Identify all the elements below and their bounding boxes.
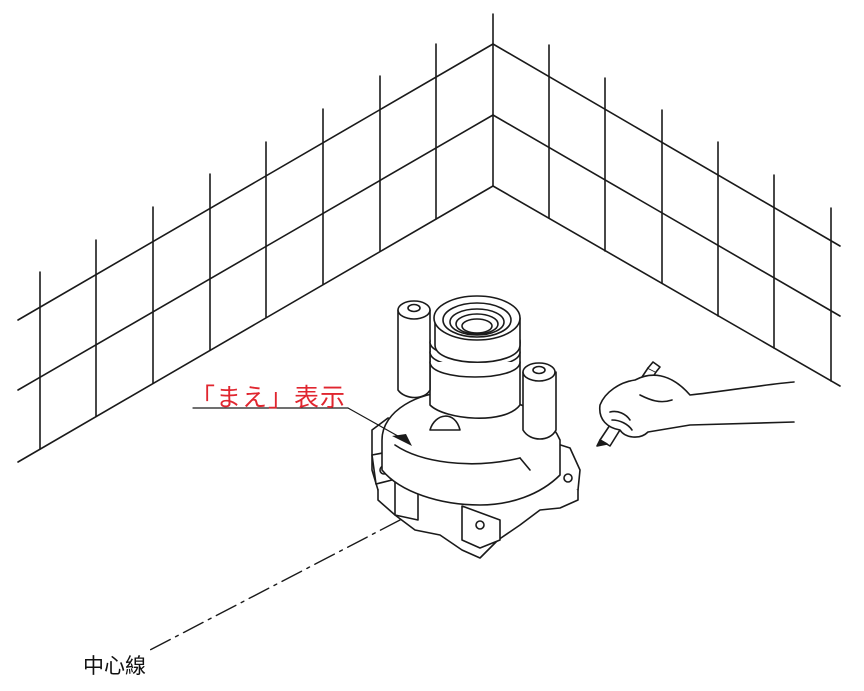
right-tiled-wall xyxy=(492,43,841,387)
front-mark-label: 「まえ」表示 xyxy=(190,383,347,412)
left-tiled-wall xyxy=(17,13,494,463)
center-line xyxy=(149,519,401,651)
hand-with-marker xyxy=(596,361,795,447)
center-line-label: 中心線 xyxy=(83,654,146,678)
drain-fitting xyxy=(371,295,581,559)
